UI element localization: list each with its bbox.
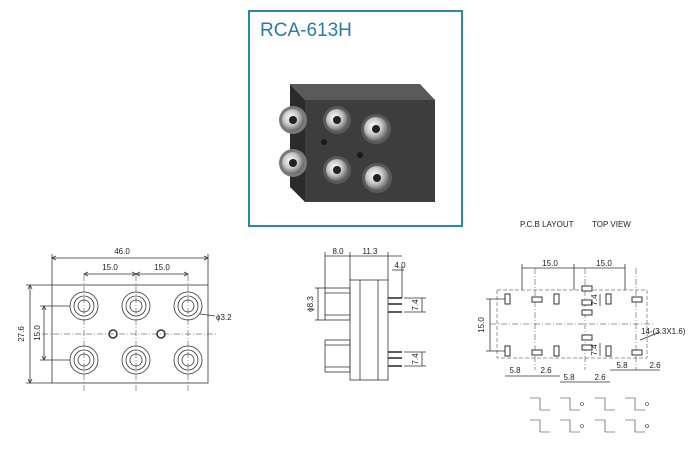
- dim-pin-gap-bottom: 7.4: [411, 353, 420, 365]
- front-view: [26, 254, 218, 392]
- rca-jack: [362, 163, 392, 193]
- dim-pin-gap-top: 7.4: [411, 299, 420, 311]
- pcb-dim-row-pitch: 15.0: [477, 317, 486, 333]
- pcb-dim-b2: 2.6: [540, 366, 552, 375]
- pcb-pad: [631, 349, 643, 356]
- dim-height: 27.6: [17, 326, 26, 342]
- pcb-dim-pad-gap-top: 7.4: [590, 294, 599, 306]
- pcb-dim-b3: 5.8: [563, 373, 575, 382]
- product-photo: [279, 84, 435, 202]
- front-mount-hole: [108, 329, 118, 339]
- dim-spacing-right: 15.0: [154, 263, 170, 272]
- dim-top-b: 11.3: [363, 247, 379, 256]
- dim-diameter: ϕ8.3: [306, 296, 315, 312]
- rca-jack: [279, 106, 307, 134]
- front-jack: [121, 291, 151, 321]
- dim-pin-offset: 4.0: [394, 261, 406, 270]
- pcb-pad: [581, 309, 593, 316]
- pcb-pad: [531, 296, 543, 303]
- side-view: [315, 252, 426, 381]
- product-title: RCA-613H: [260, 20, 352, 41]
- product-photo-panel: RCA-613H: [248, 10, 463, 227]
- side-jack-lower: [324, 339, 351, 373]
- dim-width: 46.0: [114, 247, 130, 256]
- pcb-pad: [605, 293, 612, 305]
- pcb-dim-b4: 2.6: [594, 373, 606, 382]
- pcb-dim-b6: 2.6: [649, 361, 661, 370]
- pcb-pad: [504, 293, 511, 305]
- block-top-face: [290, 84, 435, 100]
- pcb-dim-b5: 5.8: [616, 361, 628, 370]
- pcb-pad: [504, 345, 511, 357]
- rca-jack: [279, 149, 307, 177]
- pcb-pad: [581, 285, 593, 292]
- dim-top-a: 8.0: [332, 247, 344, 256]
- mount-hole: [321, 139, 327, 145]
- pcb-dim-span-left: 15.0: [542, 259, 558, 268]
- pcb-pad: [553, 345, 560, 357]
- rca-jack: [323, 156, 351, 184]
- pcb-dim-pad-gap-bottom: 7.4: [590, 344, 599, 356]
- pcb-pad: [581, 344, 593, 351]
- pcb-dim-span-right: 15.0: [596, 259, 612, 268]
- pcb-pad: [605, 345, 612, 357]
- pcb-heading-right: TOP VIEW: [592, 220, 631, 229]
- pcb-heading-left: P.C.B LAYOUT: [520, 220, 574, 229]
- pcb-pads-note: 14-(3.3X1.6): [641, 327, 686, 336]
- pcb-pad: [581, 334, 593, 341]
- mount-hole: [357, 152, 363, 158]
- side-jack-upper: [324, 287, 351, 321]
- pin-schematic: [530, 397, 649, 433]
- pcb-pad: [581, 299, 593, 306]
- pcb-dim-b1: 5.8: [509, 366, 521, 375]
- front-jack: [121, 345, 151, 375]
- pcb-pad: [631, 296, 643, 303]
- side-body: [349, 279, 389, 381]
- pcb-pad: [531, 349, 543, 356]
- pcb-pad: [553, 293, 560, 305]
- front-jack: [173, 291, 203, 321]
- rca-jack: [361, 114, 391, 144]
- front-mount-hole: [156, 329, 166, 339]
- pcb-layout: [486, 264, 661, 433]
- front-jack: [173, 345, 203, 375]
- dim-spacing-left: 15.0: [102, 263, 118, 272]
- dim-hole: ϕ3.2: [216, 313, 232, 322]
- rca-jack: [323, 106, 351, 134]
- dim-row-pitch: 15.0: [33, 325, 42, 341]
